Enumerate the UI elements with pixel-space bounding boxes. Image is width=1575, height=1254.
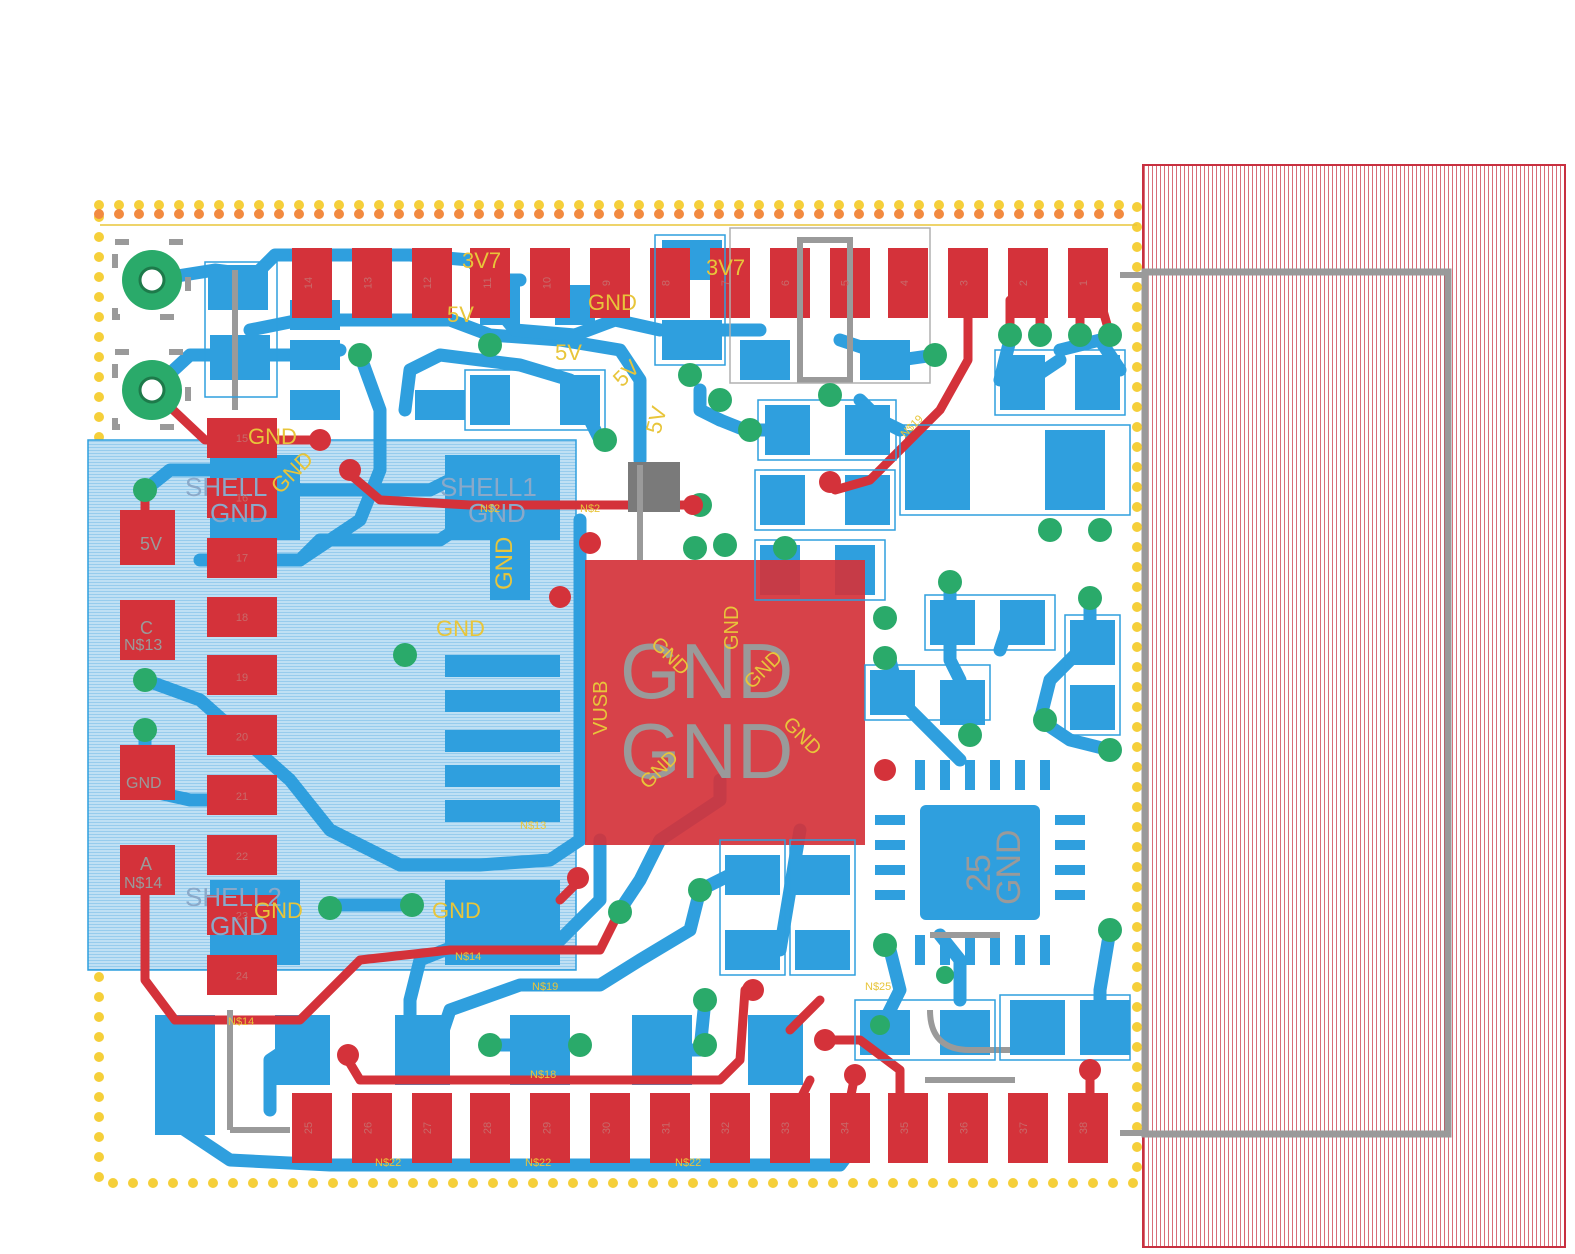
- qfn-gnd: GND: [990, 829, 1028, 905]
- pad-number: 35: [899, 1122, 911, 1134]
- pad-number: 6: [780, 280, 792, 286]
- silk-outlines: [112, 237, 1145, 1136]
- net-ns13: N$13: [520, 820, 546, 832]
- pad-number: 8: [661, 280, 673, 286]
- net-ns22-b: N$22: [525, 1157, 551, 1169]
- net-gnd-left: GND: [248, 424, 297, 449]
- through-hole-pads: [122, 250, 182, 420]
- net-3v7-b: 3V7: [706, 255, 745, 280]
- led-ns14-label: N$14: [124, 875, 162, 892]
- pad-number: 23: [236, 911, 248, 923]
- net-gnd-pad1: GND: [721, 606, 743, 650]
- net-ns2-b: N$2: [580, 503, 600, 515]
- pad-number: 33: [780, 1122, 792, 1134]
- pad-number: 32: [720, 1122, 732, 1134]
- gnd-pour-label-2: GND: [620, 707, 793, 795]
- pad-number: 9: [601, 280, 613, 286]
- pad-number: 14: [303, 277, 315, 289]
- pad-number: 16: [236, 493, 248, 505]
- top-pad-numbers: 14 13 12 11 10 9 8 7 6 5 4 3 2 1: [303, 277, 1090, 289]
- net-5v-mid: 5V: [555, 340, 582, 365]
- antenna-trace: [1141, 268, 1452, 1138]
- top-gnd-pour: [585, 560, 865, 845]
- pad-number: 27: [422, 1122, 434, 1134]
- pad-number: 11: [482, 277, 494, 288]
- pad-number: 19: [236, 672, 248, 684]
- net-ns19-a: N$19: [532, 981, 558, 993]
- antenna-keepout: [1142, 164, 1566, 1248]
- pad-number: 36: [959, 1122, 971, 1134]
- shell-left-gnd: GND: [210, 498, 268, 528]
- pad-number: 28: [482, 1122, 494, 1134]
- shell2-label: SHELL2: [185, 882, 282, 912]
- net-ns14-b: N$14: [228, 1016, 254, 1028]
- led-5v-label: 5V: [140, 534, 162, 554]
- pad-number: 25: [303, 1122, 315, 1134]
- pad-number: 29: [541, 1122, 553, 1134]
- gnd-pour-label-1: GND: [620, 627, 793, 715]
- pad-number: 7: [720, 280, 732, 286]
- pad-number: 37: [1018, 1122, 1030, 1134]
- net-ns22-c: N$22: [675, 1157, 701, 1169]
- pad-number: 18: [236, 612, 248, 624]
- pad-number: 15: [236, 433, 248, 445]
- pad-number: 1: [1078, 280, 1090, 286]
- led-c-label: C: [140, 618, 153, 638]
- net-gnd-top: GND: [588, 290, 637, 315]
- pad-number: 34: [839, 1122, 851, 1134]
- net-ns22-a: N$22: [375, 1157, 401, 1169]
- net-gnd-bot2: GND: [432, 898, 481, 923]
- pad-number: 17: [236, 552, 248, 564]
- pad-number: 24: [236, 970, 248, 982]
- net-gnd-usb2: GND: [436, 616, 485, 641]
- pad-number: 26: [363, 1122, 375, 1134]
- net-gnd-bot1: GND: [254, 898, 303, 923]
- pad-number: 4: [899, 280, 911, 286]
- shell1-gnd: GND: [468, 498, 526, 528]
- pad-number: 20: [236, 732, 248, 744]
- led-ns13-label: N$13: [124, 637, 162, 654]
- net-3v7-a: 3V7: [462, 248, 501, 273]
- pad-number: 10: [541, 277, 553, 289]
- pad-number: 3: [959, 280, 971, 286]
- qfn-pin-count: 25: [960, 854, 998, 892]
- net-gnd-usb1: GND: [491, 537, 518, 590]
- pad-number: 31: [661, 1122, 673, 1134]
- top-vias: [309, 429, 1101, 1086]
- pad-number: 22: [236, 851, 248, 863]
- bottom-pad-numbers: 25 26 27 28 29 30 31 32 33 34 35 36 37 38: [303, 1122, 1090, 1134]
- net-vusb: VUSB: [590, 681, 612, 735]
- left-pad-numbers: 15 16 17 18 19 20 21 22 23 24: [236, 433, 248, 982]
- pad-number: 5: [839, 280, 851, 286]
- net-ns25: N$25: [865, 981, 891, 993]
- led-gnd-label: GND: [126, 775, 162, 792]
- net-ns18: N$18: [530, 1069, 556, 1081]
- net-ns2-a: N$2: [480, 503, 500, 515]
- pad-number: 21: [236, 791, 248, 803]
- pad-number: 2: [1018, 280, 1030, 286]
- led-a-label: A: [140, 854, 152, 874]
- pad-number: 12: [422, 277, 434, 289]
- net-ns14-a: N$14: [455, 951, 481, 963]
- pad-number: 13: [363, 277, 375, 289]
- qfn-pins: [875, 760, 1085, 965]
- component-outlines: [204, 227, 1131, 1061]
- pad-number: 38: [1078, 1122, 1090, 1134]
- net-5v-top: 5V: [447, 302, 474, 327]
- shell1-label: SHELL1: [440, 472, 537, 502]
- shell-left-label: SHELL: [185, 472, 267, 502]
- pad-number: 30: [601, 1122, 613, 1134]
- shell2-gnd: GND: [210, 911, 268, 941]
